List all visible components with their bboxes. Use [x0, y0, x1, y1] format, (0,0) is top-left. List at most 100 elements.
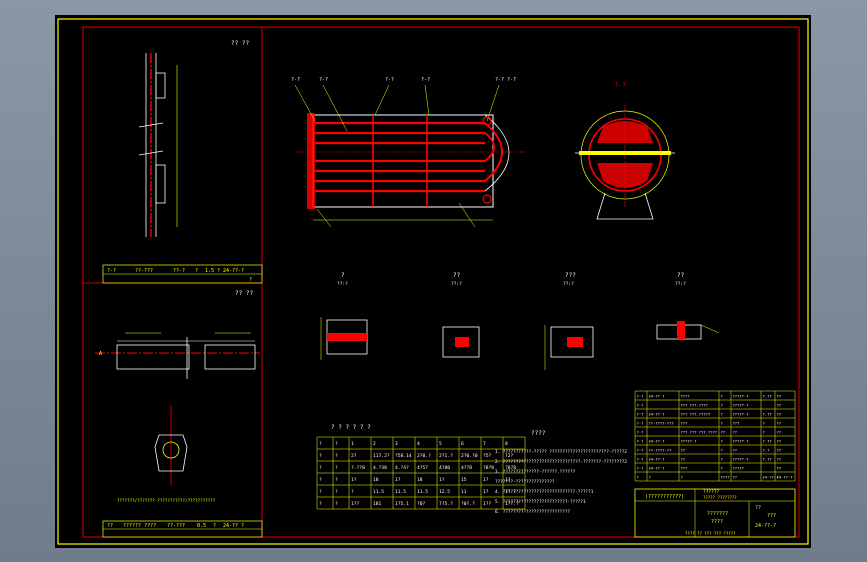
tb-date: ???? [711, 519, 723, 525]
note-line: 3. ??????????????-??????.?????? [495, 469, 576, 475]
parts-cell: ?? [777, 403, 782, 408]
parts-cell: ? [763, 421, 765, 426]
parts-cell: ??? ???.???? [681, 403, 708, 408]
table-header-cell: ? [319, 441, 322, 447]
parts-cell: ?-? [637, 403, 644, 408]
left-middle-view: ?? ?? A ???????/???????-???????????/????… [95, 290, 260, 503]
tb-qty: ??? [767, 513, 776, 519]
table-cell: ?0? [417, 501, 426, 507]
table-cell: 1? [483, 477, 489, 483]
detail-label-2: ?? [453, 272, 461, 279]
table-cell: 1?? [351, 501, 360, 507]
tubesheet-left [307, 113, 315, 209]
parts-cell: ?-? [637, 394, 644, 399]
parts-header-cell: ? [681, 475, 683, 480]
parts-cell: ? [721, 403, 723, 408]
tb-sub2: ????? ???????? [703, 495, 737, 500]
table-cell: ?8?8 [505, 465, 516, 471]
table-cell: 1?5.1 [395, 501, 409, 507]
table-cell: 15 [461, 477, 467, 483]
parts-cell: ?????-? [733, 457, 749, 462]
detail-view-4: ?? ??:? [656, 272, 720, 340]
parts-cell: ?? [777, 430, 782, 435]
table-cell: ? [319, 477, 322, 483]
table-cell: 1? [395, 477, 401, 483]
tube-bundle-lower [597, 163, 653, 188]
note-line: 6. ?????????????????????????? [495, 509, 570, 515]
detail-view-1: ? ??:? [320, 272, 368, 360]
detail-label-4: ?? [677, 272, 685, 279]
table-cell: 11.5 [417, 489, 428, 495]
table-cell: 1??.? [505, 501, 519, 507]
table-cell: 4.?4? [395, 465, 409, 471]
drawing-canvas[interactable]: ?? ?? ?-? ??-??? ??-? ? 1.5 ? 24-??-? [55, 15, 811, 548]
parts-header-cell: ? [649, 475, 651, 480]
bottom-strip-cell-0: ?? [107, 523, 113, 529]
leader-4 [424, 84, 430, 116]
table-header-cell: ? [335, 441, 338, 447]
detail-2-weld [455, 337, 469, 347]
nozzle-bottom [482, 194, 492, 204]
table-cell: ? [335, 489, 338, 495]
tube-label-2: ?-? [385, 77, 394, 83]
parts-cell: 24-??-? [649, 457, 665, 462]
parts-cell: ?? [777, 448, 782, 453]
tb-drawing-name: (???????????) [645, 494, 684, 500]
detail-1-weld [327, 333, 367, 341]
shaft-segment-left [116, 344, 190, 370]
tb-footer: ???? ?? ??? ??? ????? [685, 531, 736, 536]
parts-cell: ?-? [637, 430, 644, 435]
table-header-cell: 3 [395, 441, 398, 447]
leader-5 [486, 84, 500, 122]
table-cell: ?2? [505, 453, 514, 459]
strip-cell-1: ??-??? [135, 268, 153, 274]
title-block-frame [634, 488, 796, 538]
table-header-cell: 5 [439, 441, 442, 447]
dim-label-a: A [99, 351, 102, 357]
shaft-break-b [138, 150, 164, 156]
table-cell: 2?1.? [439, 453, 453, 459]
table-cell: 117.2? [373, 453, 390, 459]
tb-unit: ??????? [707, 511, 728, 517]
parts-cell: ?.?? [763, 394, 772, 399]
detail-label-1: ? [341, 272, 345, 279]
parts-cell: ?.?? [763, 439, 772, 444]
parts-cell: ?????-? [733, 439, 749, 444]
parts-cell: ? [763, 430, 765, 435]
table-cell: 12.5 [439, 489, 450, 495]
table-cell: ?8?8 [483, 465, 494, 471]
table-cell: 18 [417, 477, 423, 483]
exchanger-assembly: ?-? ?-? ?-? ?-? ?-? ?-? [291, 77, 525, 228]
bolt-note: ???????/???????-???????????/??????????? [117, 498, 216, 503]
tube-label-1: ?-? [319, 77, 328, 83]
parts-cell: ? [721, 412, 723, 417]
tb-scale: ?? [755, 505, 761, 511]
table-header-cell: 1 [351, 441, 354, 447]
leader-2 [322, 84, 348, 132]
nozzle-top [482, 116, 492, 126]
shaft-segment-right [204, 344, 256, 370]
parts-cell: ? [721, 448, 723, 453]
section-view: ?-? [575, 82, 675, 220]
strip-cell-5: ? [217, 268, 220, 274]
detail-sub-2: ??:? [451, 281, 462, 287]
table-cell: ? [319, 501, 322, 507]
table-cell: ?.??8 [351, 465, 365, 471]
parts-header-cell: ???? [721, 475, 730, 480]
detail-sub-4: ??:? [675, 281, 686, 287]
tb-code: 24-??-? [755, 523, 776, 529]
mid-view-label: ?? ?? [235, 290, 253, 297]
bolt-hole [162, 441, 180, 459]
bottom-strip-cell-2: ??-??? [167, 523, 185, 529]
parts-cell: ?? [721, 430, 726, 435]
parts-cell: ??? ???.????? [681, 412, 711, 417]
table-cell: 4?5? [417, 465, 428, 471]
table-cell: ? [335, 453, 338, 459]
table-header-cell: 6 [461, 441, 464, 447]
bottom-strip-cell-1: ?????? ???? [123, 523, 156, 529]
sheet-outer-frame [57, 18, 809, 545]
note-line: 2. ??????????????????????????????-??????… [495, 459, 627, 465]
drawing-viewport[interactable]: ?? ?? ?-? ??-??? ??-? ? 1.5 ? 24-??-? [55, 15, 811, 548]
parts-cell: ?????-? [733, 412, 749, 417]
